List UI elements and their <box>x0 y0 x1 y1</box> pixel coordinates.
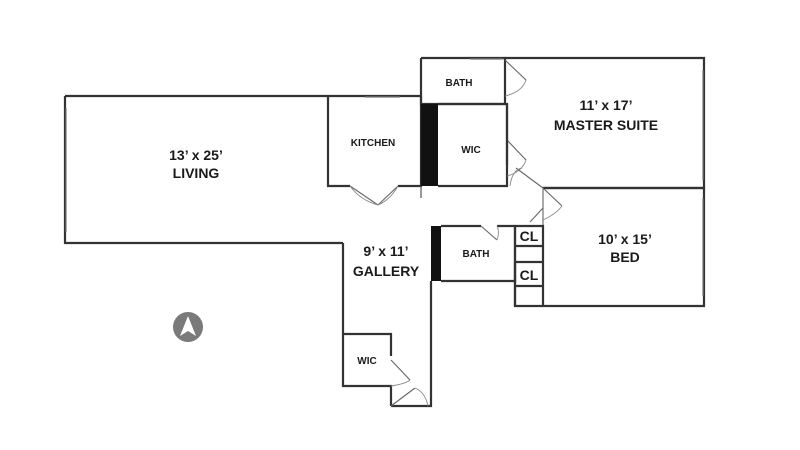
kitchen <box>326 94 423 206</box>
master-label: MASTER SUITE <box>554 117 658 133</box>
closet-top-label: CL <box>520 228 539 244</box>
bath-top-label: BATH <box>445 78 472 89</box>
bath-mid-label: BATH <box>462 249 489 260</box>
master-suite <box>505 56 706 190</box>
wic-gallery-label: WIC <box>357 356 376 367</box>
living-room <box>63 94 343 245</box>
bed-dims: 10’ x 15’ <box>598 231 652 247</box>
closet-bottom-label: CL <box>520 267 539 283</box>
living-dims: 13’ x 25’ <box>169 147 223 163</box>
wall-chase <box>421 104 438 186</box>
bath-top <box>419 56 527 106</box>
closets <box>513 207 545 306</box>
kitchen-label: KITCHEN <box>351 138 395 149</box>
living-label: LIVING <box>173 165 220 181</box>
wic-gallery <box>341 332 429 407</box>
gallery <box>341 186 433 408</box>
gallery-label: GALLERY <box>353 263 420 279</box>
north-arrow-icon <box>173 312 203 342</box>
wic-master-label: WIC <box>461 145 480 156</box>
bed-label: BED <box>610 249 640 265</box>
master-dims: 11’ x 17’ <box>580 97 633 113</box>
gallery-dims: 9’ x 11’ <box>363 243 408 259</box>
bath-chase <box>431 226 441 281</box>
bath-mid <box>431 224 517 283</box>
